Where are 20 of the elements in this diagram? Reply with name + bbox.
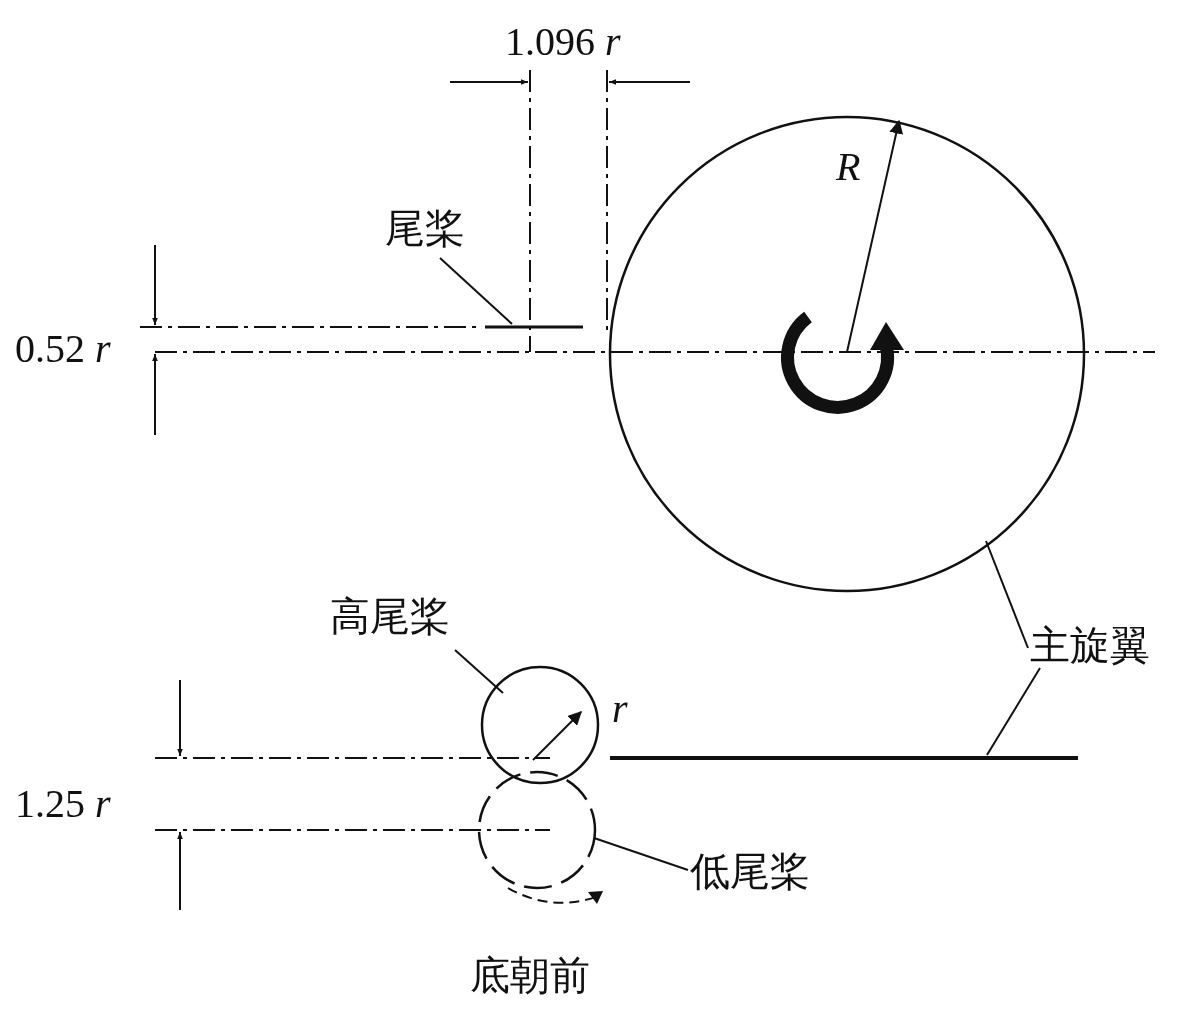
rotor-line (610, 756, 1078, 760)
leader-line (985, 540, 1029, 649)
part-label: 低尾桨 (690, 848, 810, 896)
leader-line (986, 667, 1041, 756)
rotor-circle (608, 115, 1086, 593)
direction-label: 底朝前 (470, 952, 590, 1000)
leader-line (593, 837, 689, 871)
dimension-label: 1.25 r (15, 780, 111, 828)
tail-rotor-circle (477, 770, 597, 890)
tail-rotor-line (485, 325, 583, 329)
leader-line (439, 257, 513, 325)
leader-line (454, 649, 504, 694)
dimension-label: 0.52 r (15, 325, 111, 373)
part-label: 主旋翼 (1030, 622, 1150, 670)
dimension-label: 1.096 r (505, 18, 621, 66)
part-label: 尾桨 (385, 205, 465, 253)
part-label: 高尾桨 (330, 593, 450, 641)
dimension-label: r (612, 685, 628, 733)
tail-rotor-circle (480, 665, 600, 785)
dimension-label: R (836, 143, 861, 191)
